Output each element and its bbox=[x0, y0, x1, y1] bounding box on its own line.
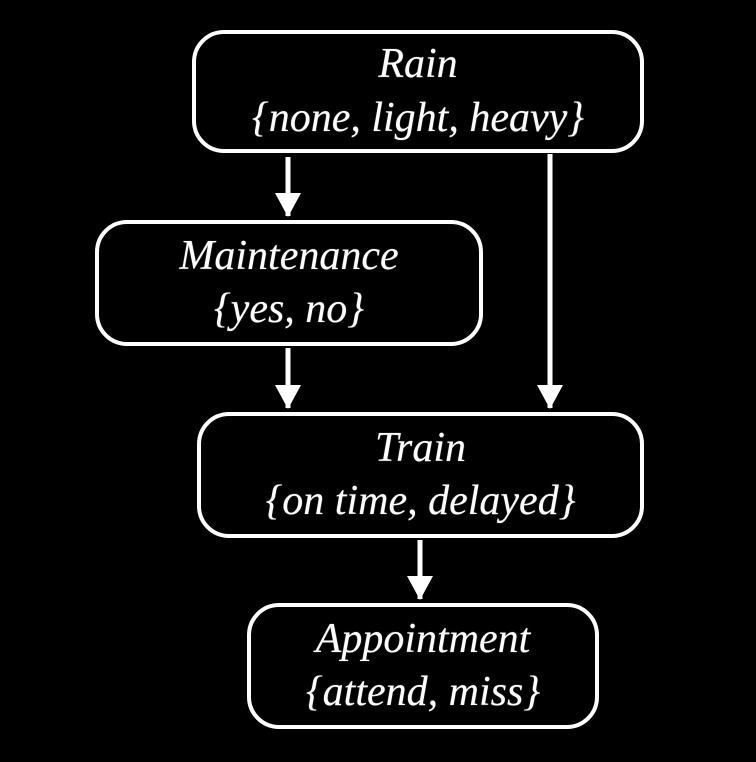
node-rain-values: {none, light, heavy} bbox=[251, 94, 585, 141]
node-appointment: Appointment {attend, miss} bbox=[247, 603, 599, 729]
node-train: Train {on time, delayed} bbox=[197, 412, 644, 538]
node-train-label: Train bbox=[374, 424, 467, 471]
node-rain: Rain {none, light, heavy} bbox=[192, 30, 644, 153]
node-appointment-values: {attend, miss} bbox=[305, 669, 541, 715]
node-maintenance: Maintenance {yes, no} bbox=[95, 220, 483, 346]
node-appointment-label: Appointment bbox=[315, 615, 531, 662]
node-maintenance-values: {yes, no} bbox=[213, 286, 365, 332]
node-rain-label: Rain bbox=[378, 41, 458, 88]
node-maintenance-label: Maintenance bbox=[179, 232, 399, 279]
node-train-values: {on time, delayed} bbox=[265, 478, 576, 524]
